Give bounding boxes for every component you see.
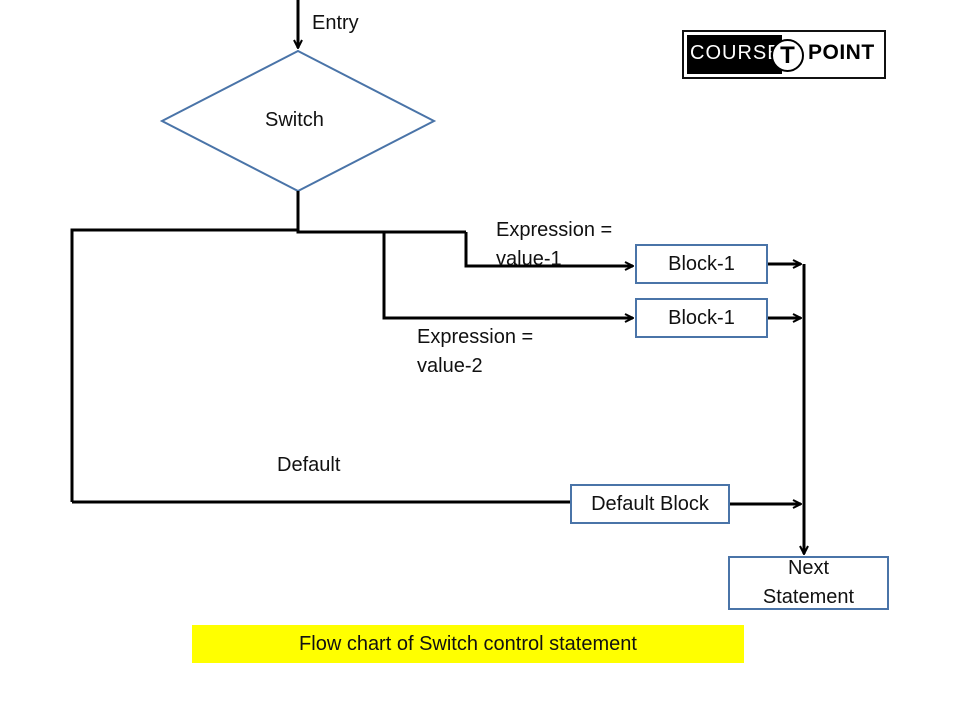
default-block-label: Default Block <box>591 492 709 515</box>
branch-main <box>70 228 466 502</box>
figure-caption-text: Flow chart of Switch control statement <box>299 632 637 655</box>
expression-value-2-line1: Expression = <box>417 326 534 348</box>
logo-t-mark-icon: T <box>771 39 804 72</box>
next-statement-line1: Next <box>787 557 830 579</box>
block-1-box-first: Block-1 <box>635 244 768 284</box>
expression-value-2-line2: value-2 <box>417 355 483 377</box>
next-statement-line2: Statement <box>762 586 855 608</box>
branch-case2 <box>382 232 633 318</box>
default-label: Default <box>277 454 341 476</box>
branch-case1 <box>464 232 633 266</box>
block-1-box-second: Block-1 <box>635 298 768 338</box>
default-block-box: Default Block <box>570 484 730 524</box>
block-1-label-first: Block-1 <box>668 252 735 275</box>
expression-value-1-label: Expression = value-1 <box>496 219 613 270</box>
expression-value-2-label: Expression = value-2 <box>417 323 533 381</box>
next-statement-box: Next Statement <box>728 556 889 610</box>
logo-word-point: POINT <box>808 41 875 64</box>
block-1-label-second: Block-1 <box>668 306 735 329</box>
coursetpoint-logo: COURSE T POINT <box>682 30 886 79</box>
switch-label: Switch <box>265 109 324 131</box>
logo-t-letter: T <box>780 41 795 69</box>
entry-label: Entry <box>312 12 359 34</box>
logo-dark-panel <box>687 35 782 74</box>
figure-caption: Flow chart of Switch control statement <box>192 625 744 663</box>
logo-word-course: COURSE <box>690 42 782 64</box>
